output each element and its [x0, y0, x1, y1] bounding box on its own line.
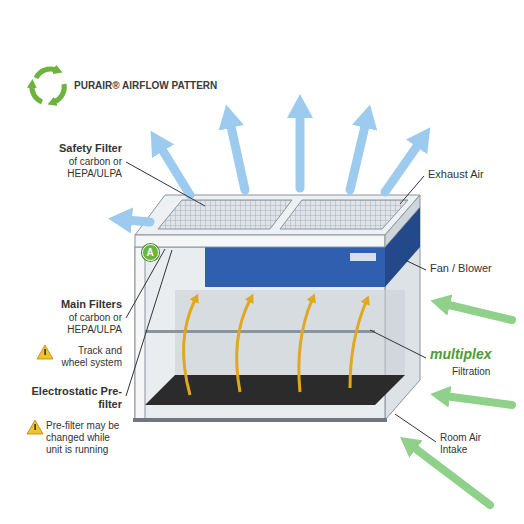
warning-triangle: [37, 345, 53, 359]
warning-note: Pre-filter may be changed while unit is …: [46, 420, 126, 456]
cabinet-base: [133, 418, 387, 422]
part-label: Filtration: [452, 366, 490, 378]
safety-filter-panel: [280, 200, 408, 229]
exhaust-arrow: [385, 142, 420, 192]
intake-airflow: [412, 304, 512, 505]
exhaust-arrow: [126, 220, 150, 222]
recycle-arrow: [36, 69, 56, 78]
leader-line: [370, 330, 426, 358]
exhaust-arrow: [296, 112, 305, 188]
airflow-arrow: [350, 302, 366, 388]
safety-filter-panel: [158, 200, 292, 229]
work-floor: [145, 375, 405, 405]
part-label: Room Air Intake: [440, 432, 498, 456]
leader-line: [395, 414, 436, 442]
callout-circle: A: [142, 244, 159, 261]
warning-note: Track and wheel system: [56, 345, 122, 369]
intake-arrow: [445, 304, 512, 320]
recycle-arrow: [32, 86, 42, 102]
leader-lines: [126, 162, 436, 442]
leader-line: [126, 250, 172, 396]
warning-mark: [44, 349, 46, 355]
exhaust-arrow: [160, 146, 190, 195]
part-label: Main Filters: [20, 298, 122, 311]
part-note: of carbon or HEPA/ULPA: [20, 156, 122, 180]
exhaust-arrow: [230, 122, 245, 190]
part-label: Fan / Blower: [430, 262, 492, 275]
recycle-logo: [32, 69, 64, 102]
warning-triangle: [27, 420, 43, 434]
front-post: [135, 247, 145, 420]
airflow-arrow: [237, 300, 250, 392]
warning-mark: [34, 424, 36, 430]
filter-housing-side: [385, 195, 420, 247]
leader-line: [405, 260, 426, 270]
sash-edge: [145, 330, 375, 333]
leader-line: [126, 162, 205, 206]
blue-band: [205, 247, 385, 287]
brand-logo: multiplex: [430, 346, 491, 363]
airflow-arrow: [184, 300, 195, 395]
filter-housing-top: [135, 195, 420, 235]
callout-letter: A: [146, 247, 153, 258]
leader-line: [400, 176, 424, 204]
intake-arrow: [445, 396, 512, 405]
exhaust-arrow: [350, 122, 366, 190]
part-note: of carbon or HEPA/ULPA: [20, 312, 122, 336]
part-label: Safety Filter: [20, 142, 122, 155]
recycle-arrow: [54, 84, 64, 102]
airflow-arrow: [299, 300, 312, 392]
diagram-title: PURAIR® AIRFLOW PATTERN: [74, 80, 217, 92]
cabinet: [133, 195, 420, 422]
part-label: Exhaust Air: [428, 168, 484, 181]
exhaust-airflow: [126, 112, 420, 222]
filter-housing-front: [135, 235, 385, 247]
brand-plate: [350, 253, 376, 261]
internal-airflow: [184, 300, 366, 395]
part-label: Electrostatic Pre-filter: [20, 385, 122, 411]
